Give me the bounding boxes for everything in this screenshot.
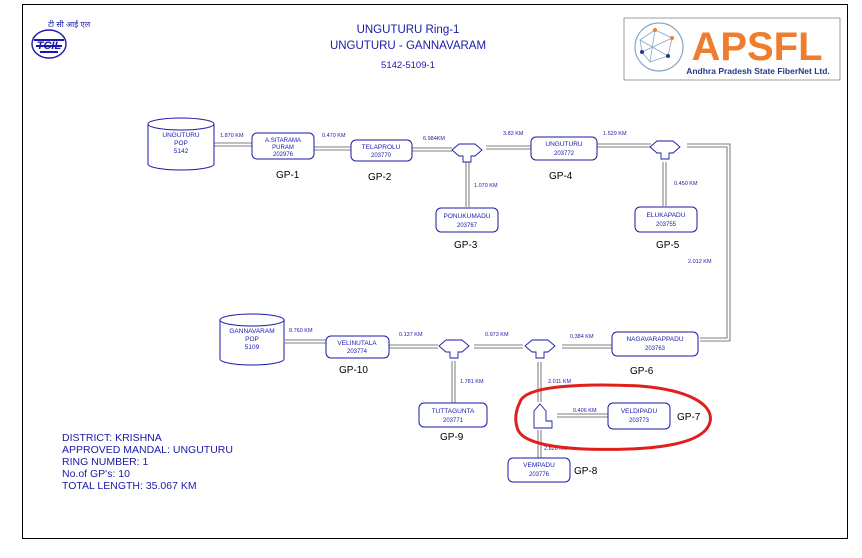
gp-label: GP-10 (339, 365, 368, 376)
node-label: 203773 (629, 418, 650, 424)
highlight-circle (514, 383, 712, 451)
distance-labels: 1.870 KM 0.470 KM 6.984KM 3.83 KM 1.529 … (220, 131, 712, 452)
pop-gannavaram: GANNAVARAM POP 5109 (219, 313, 285, 366)
gp-label: GP-4 (549, 171, 573, 182)
gp-node: VELDIPADU 203773 (607, 402, 671, 430)
node-label: 202976 (273, 152, 294, 158)
gp-node: TUTTAGUNTA 203771 (418, 402, 488, 428)
distance-label: 0.450 KM (674, 181, 698, 187)
distance-label: 8.760 KM (289, 328, 313, 334)
distance-label: 6.984KM (423, 136, 445, 142)
gp-label: GP-7 (677, 412, 701, 423)
gp-label: GP-6 (630, 366, 654, 377)
splitter-icon (533, 403, 553, 429)
node-label: VELINUTALA (337, 340, 377, 347)
gp-node: PONUKUMADU 203767 (435, 207, 499, 233)
tcil-logo-text: TCIL (37, 40, 62, 52)
gp-label: GP-3 (454, 240, 478, 251)
node-label: TELAPROLU (362, 144, 401, 151)
node-label: 203763 (645, 346, 666, 352)
total-length-text: TOTAL LENGTH: 35.067 KM (62, 480, 197, 492)
node-label: VEMPADU (523, 462, 555, 469)
apsfl-logo: APSFL Andhra Pradesh State FiberNet Ltd. (623, 17, 841, 81)
distance-label: 0.470 KM (322, 133, 346, 139)
tcil-logo: टी सी आई एल TCIL (31, 19, 91, 59)
page-subtitle: UNGUTURU - GANNAVARAM (330, 40, 486, 52)
splitter-icon (649, 140, 681, 160)
pop-label: 5142 (174, 148, 189, 155)
node-label: 203767 (457, 223, 478, 229)
distance-label: 2.828 KM (544, 446, 568, 452)
splitter-icon (451, 143, 483, 163)
gp-node: NAGAVARAPPADU 203763 (611, 331, 699, 357)
gp-label: GP-1 (276, 170, 300, 181)
gp-node: VEMPADU 203776 (507, 457, 571, 483)
gp-node: UNGUTURU 203772 (530, 136, 598, 161)
gp-label: GP-2 (368, 172, 392, 183)
pop-label: UNGUTURU (162, 132, 199, 139)
pop-unguturu: UNGUTURU POP 5142 (147, 117, 215, 171)
node-label: VELDIPADU (621, 408, 658, 415)
node-label: NAGAVARAPPADU (626, 336, 683, 343)
page-title: UNGUTURU Ring-1 (357, 24, 460, 36)
ring-code: 5142-5109-1 (381, 60, 435, 71)
gp-label: GP-5 (656, 240, 680, 251)
distance-label: 2.011 KM (548, 379, 572, 385)
distance-label: 0.406 KM (573, 408, 597, 414)
node-label: A.SITARAMA (265, 138, 301, 144)
gp-count-text: No.of GP's: 10 (62, 468, 130, 480)
distance-label: 1.070 KM (474, 183, 498, 189)
apsfl-tagline: Andhra Pradesh State FiberNet Ltd. (686, 66, 830, 76)
splitter-icon (524, 339, 556, 359)
ring-number-text: RING NUMBER: 1 (62, 456, 149, 468)
pop-label: POP (174, 140, 188, 147)
pop-label: POP (245, 336, 259, 343)
node-label: ELUKAPADU (647, 212, 686, 219)
node-label: 203755 (656, 222, 677, 228)
node-label: 203771 (443, 418, 464, 424)
district-text: DISTRICT: KRISHNA (62, 432, 162, 444)
distance-label: 0.137 KM (399, 332, 423, 338)
node-label: 203772 (554, 151, 575, 157)
distance-label: 3.83 KM (503, 131, 524, 137)
gp-node: A.SITARAMA PURAM 202976 (251, 132, 315, 160)
distance-label: 1.781 KM (460, 379, 484, 385)
mandal-text: APPROVED MANDAL: UNGUTURU (62, 444, 233, 456)
diagram-frame (22, 4, 848, 539)
distance-label: 0.973 KM (485, 332, 509, 338)
tcil-logo-script: टी सी आई एल (48, 19, 91, 29)
node-label: UNGUTURU (545, 141, 582, 148)
splitters (438, 140, 681, 429)
pop-label: GANNAVARAM (229, 328, 274, 335)
distance-label: 2.012 KM (688, 259, 712, 265)
node-label: PONUKUMADU (444, 213, 491, 220)
gp-label: GP-9 (440, 432, 464, 443)
gp-label: GP-8 (574, 466, 598, 477)
distance-label: 0.384 KM (570, 334, 594, 340)
gp-node: VELINUTALA 203774 (325, 335, 390, 359)
splitter-icon (438, 339, 470, 359)
node-label: PURAM (272, 145, 294, 151)
ring-info: DISTRICT: KRISHNA APPROVED MANDAL: UNGUT… (62, 432, 233, 492)
node-label: TUTTAGUNTA (432, 408, 475, 415)
node-label: 203774 (347, 349, 368, 355)
pop-label: 5109 (245, 344, 260, 351)
distance-label: 1.529 KM (603, 131, 627, 137)
gp-node: TELAPROLU 203770 (350, 139, 413, 162)
node-label: 203770 (371, 153, 392, 159)
gp-node: ELUKAPADU 203755 (634, 206, 698, 233)
apsfl-logo-text: APSFL (691, 25, 822, 69)
distance-label: 1.870 KM (220, 133, 244, 139)
node-label: 203776 (529, 472, 550, 478)
gp-labels: GP-1 GP-2 GP-3 GP-4 GP-5 GP-6 GP-7 GP-8 … (276, 170, 701, 477)
